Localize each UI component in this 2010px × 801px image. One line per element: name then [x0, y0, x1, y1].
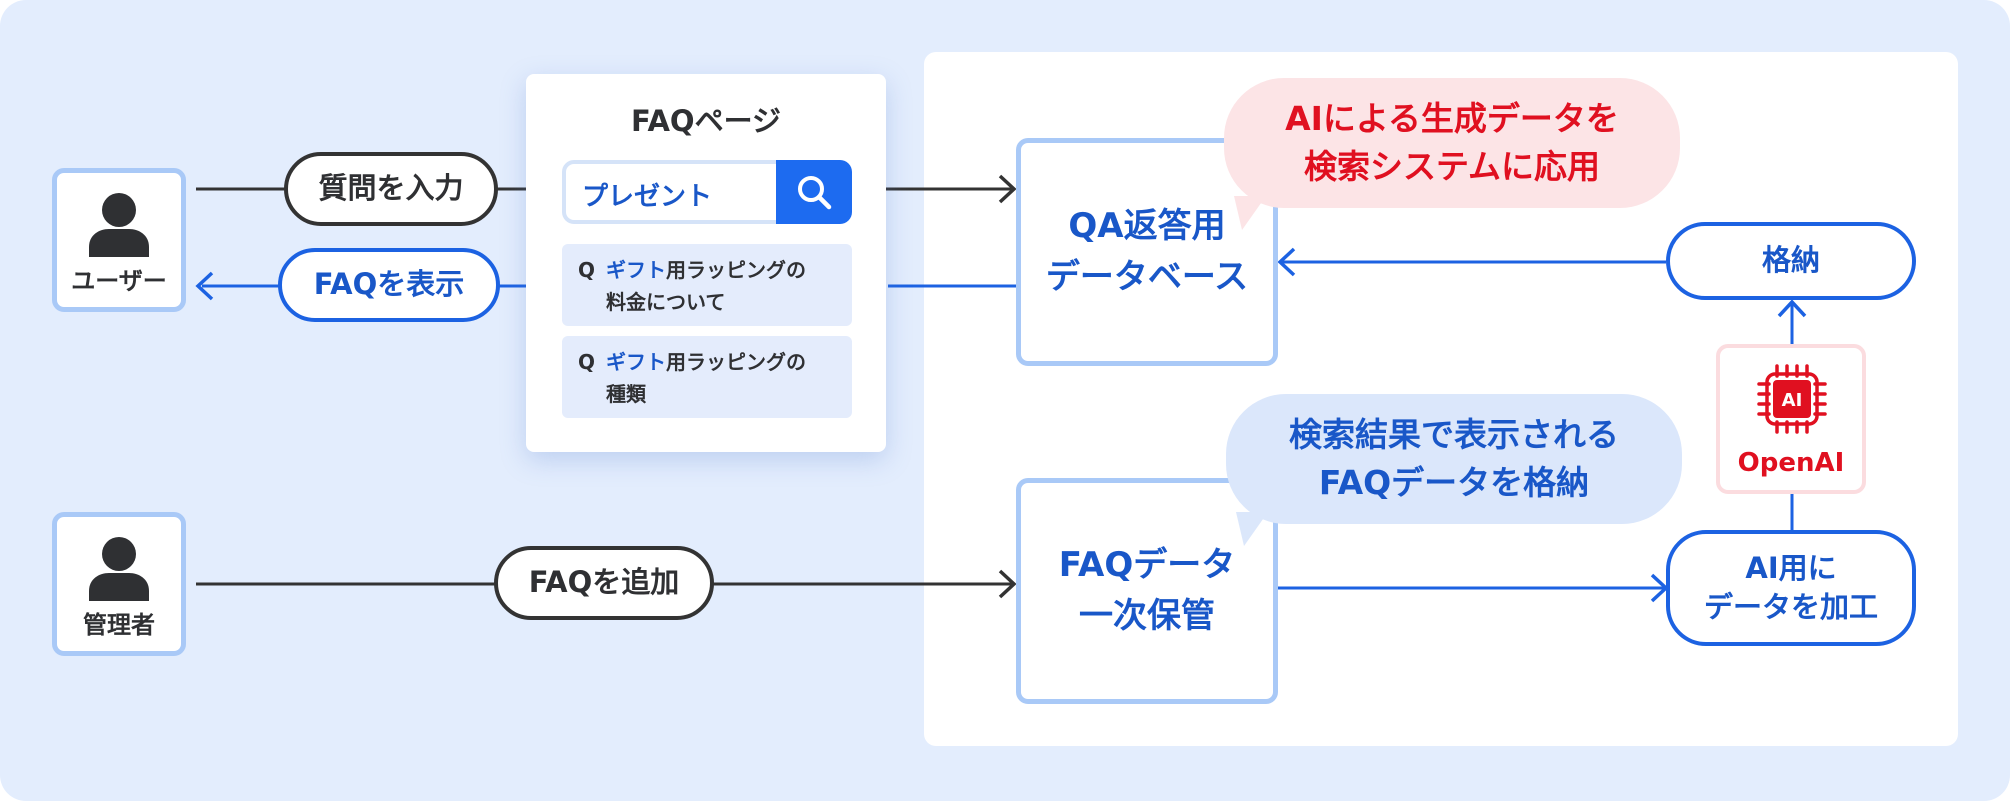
search-button[interactable]: [776, 160, 852, 224]
user-label: ユーザー: [71, 267, 167, 295]
add-faq-arrowhead: [998, 569, 1017, 599]
faq-page-title: FAQページ: [631, 104, 781, 138]
user-actor: ユーザー: [52, 168, 186, 312]
store-pill: 格納: [1666, 222, 1916, 300]
red-bubble-tail: [1234, 196, 1266, 230]
question-marker: Q: [578, 350, 596, 374]
add-faq-pill: FAQを追加: [494, 546, 714, 620]
faq-temp-storage-box: FAQデータ 一次保管: [1016, 478, 1278, 704]
person-icon: [89, 193, 149, 257]
faq-result-item[interactable]: Q ギフト用ラッピングの 種類: [562, 336, 852, 418]
admin-label: 管理者: [83, 611, 155, 639]
to-user-arrowhead: [195, 271, 214, 301]
query-to-db-arrowhead: [998, 174, 1017, 204]
enter-question-pill: 質問を入力: [284, 152, 498, 226]
question-marker: Q: [578, 258, 596, 282]
to-store-arrowhead: [1777, 299, 1807, 318]
search-icon: [798, 176, 832, 210]
openai-label: OpenAI: [1737, 448, 1845, 478]
ai-chip-text: AI: [1782, 390, 1803, 411]
result-text: 用ラッピングの 種類: [606, 350, 806, 406]
ai-chip-icon: AI: [1757, 364, 1827, 434]
process-for-ai-pill: AI用に データを加工: [1666, 530, 1916, 646]
show-faq-pill: FAQを表示: [278, 248, 500, 322]
store-to-db-arrowhead: [1277, 247, 1296, 277]
result-keyword: ギフト: [606, 350, 666, 374]
faq-result-item[interactable]: Q ギフト用ラッピングの 料金について: [562, 244, 852, 326]
ai-generated-callout: AIによる生成データを 検索システムに応用: [1224, 78, 1680, 208]
result-keyword: ギフト: [606, 258, 666, 282]
openai-card: AI OpenAI: [1716, 344, 1866, 494]
person-icon: [89, 537, 149, 601]
search-results-callout: 検索結果で表示される FAQデータを格納: [1226, 394, 1682, 524]
faq-page-card: FAQページ プレゼント Q ギフト用ラッピングの 料金について Q ギフト用ラ…: [526, 74, 886, 452]
result-text: 用ラッピングの 料金について: [606, 258, 806, 314]
blue-bubble-tail: [1236, 512, 1268, 546]
search-value: プレゼント: [582, 182, 713, 212]
admin-actor: 管理者: [52, 512, 186, 656]
